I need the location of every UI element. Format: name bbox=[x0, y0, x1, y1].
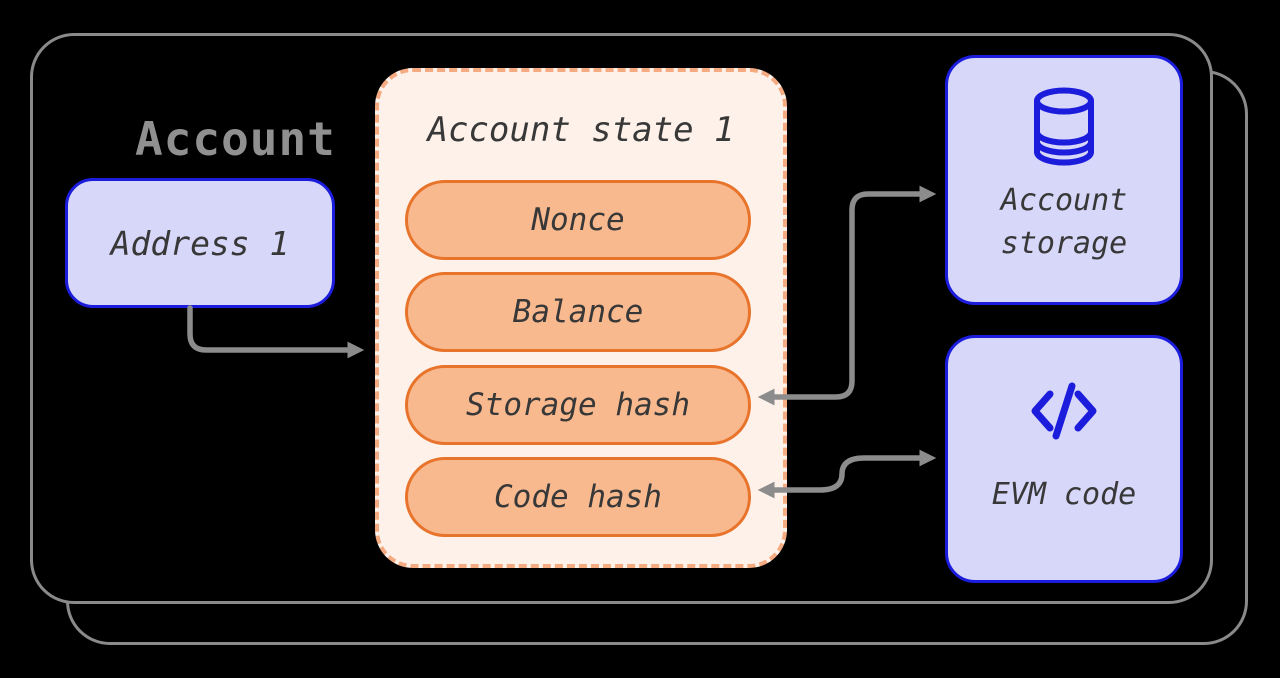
address-box: Address 1 bbox=[65, 178, 335, 308]
database-icon bbox=[1034, 87, 1094, 166]
account-storage-box: Account storage bbox=[945, 55, 1183, 305]
code-slash-icon bbox=[1031, 382, 1097, 440]
address-box-label: Address 1 bbox=[110, 223, 290, 263]
evm-code-box: EVM code bbox=[945, 335, 1183, 583]
account-state-box: Account state 1 Nonce Balance Storage ha… bbox=[375, 68, 787, 568]
account-storage-label: Account storage bbox=[1000, 183, 1128, 261]
evm-code-label: EVM code bbox=[991, 477, 1137, 512]
code-hash-pill: Code hash bbox=[405, 457, 751, 537]
storage-hash-pill: Storage hash bbox=[405, 365, 751, 445]
account-state-title: Account state 1 bbox=[427, 110, 735, 150]
balance-pill: Balance bbox=[405, 272, 751, 352]
nonce-pill: Nonce bbox=[405, 180, 751, 260]
account-card-title: Account bbox=[135, 112, 336, 166]
